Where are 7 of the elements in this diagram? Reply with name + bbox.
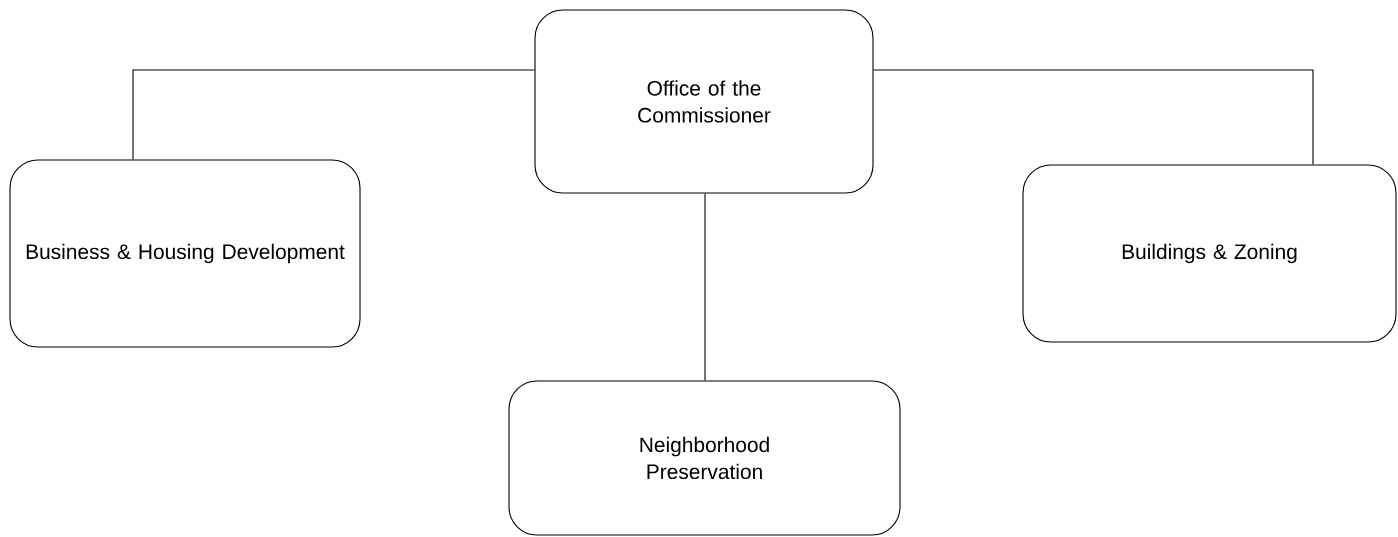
org-box: Neighborhood Preservation (508, 380, 901, 536)
org-box: Buildings & Zoning (1022, 164, 1397, 343)
connector-line (873, 69, 1314, 165)
connector-line (704, 193, 706, 381)
org-box: Office of the Commissioner (534, 9, 874, 194)
connector-line (132, 69, 535, 160)
org-box: Business & Housing Development (9, 159, 361, 348)
